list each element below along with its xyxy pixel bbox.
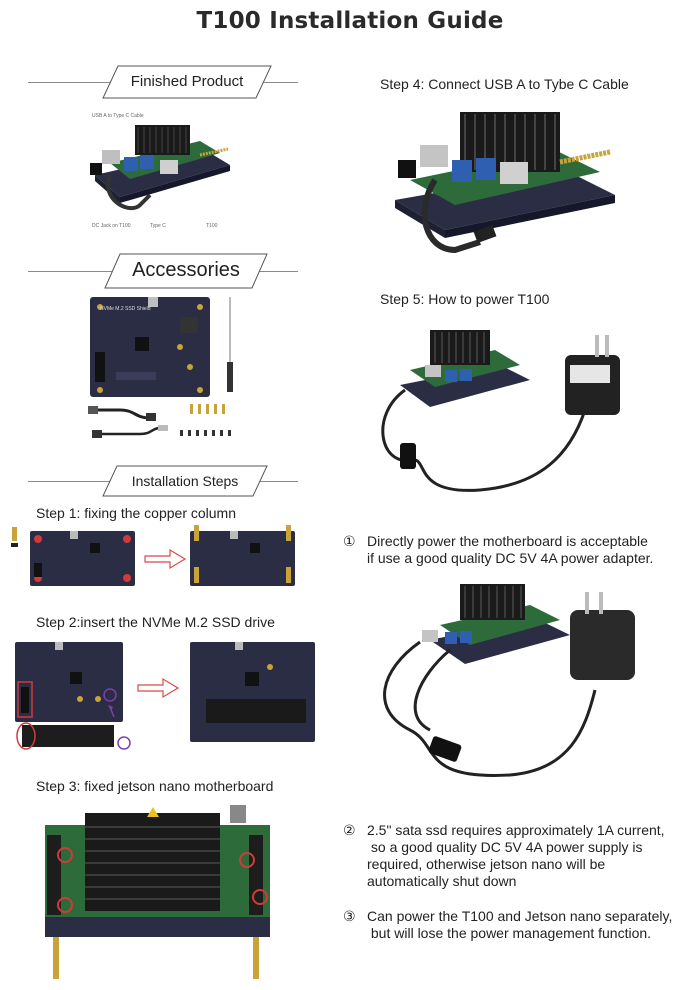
section-header-steps: Installation Steps — [28, 465, 298, 497]
header-box: Installation Steps — [102, 465, 268, 497]
note-2-line-1: 2.5" sata ssd requires approximately 1A … — [367, 822, 665, 838]
note-1: ① Directly power the motherboard is acce… — [343, 533, 693, 569]
step-4-image — [390, 100, 620, 265]
section-title-finished: Finished Product — [130, 73, 244, 90]
step-2-image — [10, 637, 320, 757]
step-3-label: Step 3: fixed jetson nano motherboard — [36, 778, 274, 794]
header-box: Finished Product — [102, 65, 272, 99]
note-2-line-2: so a good quality DC 5V 4A power supply … — [367, 839, 643, 855]
note-1-line-1: Directly power the motherboard is accept… — [367, 533, 648, 549]
section-header-finished: Finished Product — [28, 65, 298, 99]
step-3-image — [25, 805, 285, 985]
label-dc-jack: DC Jack on T100 — [92, 223, 131, 229]
note-3-line-2: but will lose the power management funct… — [367, 925, 652, 941]
note-3-line-1: Can power the T100 and Jetson nano separ… — [367, 908, 673, 924]
note-2-number: ② — [343, 822, 356, 838]
section-header-accessories: Accessories — [28, 253, 298, 289]
board-name: NVMe M.2 SSD Shield — [100, 306, 151, 312]
step-2-label: Step 2:insert the NVMe M.2 SSD drive — [36, 614, 275, 630]
step-1-image — [10, 523, 310, 593]
page-title: T100 Installation Guide — [196, 8, 504, 34]
note-3: ③ Can power the T100 and Jetson nano sep… — [343, 908, 695, 944]
note-1-line-2: if use a good quality DC 5V 4A power ada… — [367, 550, 654, 566]
note-3-number: ③ — [343, 908, 356, 924]
finished-product-image: USB A to Type C Cable DC Jack on T100 Ty… — [80, 105, 240, 233]
label-usb-cable: USB A to Type C Cable — [92, 113, 144, 119]
accessories-image: NVMe M.2 SSD Shield — [80, 292, 250, 447]
note-2: ② 2.5" sata ssd requires approximately 1… — [343, 822, 695, 890]
power-adapter-image — [370, 580, 660, 790]
header-box: Accessories — [104, 253, 268, 289]
step-1-label: Step 1: fixing the copper column — [36, 505, 237, 521]
section-title-steps: Installation Steps — [131, 473, 239, 489]
section-title-accessories: Accessories — [132, 259, 240, 281]
label-t100: T100 — [206, 223, 218, 229]
step-4-label: Step 4: Connect USB A to Tybe C Cable — [380, 76, 629, 92]
note-2-line-3: required, otherwise jetson nano will be — [367, 856, 606, 872]
step-5-image — [370, 325, 640, 505]
note-1-number: ① — [343, 533, 356, 549]
label-type-c: Type C — [150, 223, 166, 229]
step-5-label: Step 5: How to power T100 — [380, 291, 550, 307]
note-2-line-4: automatically shut down — [367, 873, 517, 889]
